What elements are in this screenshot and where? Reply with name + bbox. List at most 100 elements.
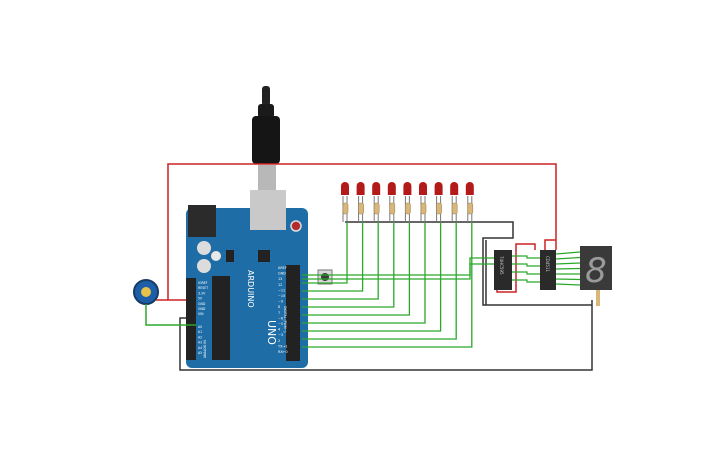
led-dome: [450, 182, 459, 195]
chip-ic2[interactable]: CD4511: [540, 250, 556, 290]
reset-button-icon[interactable]: [290, 220, 302, 232]
regulator: [226, 250, 234, 262]
analog-pin-label: A2: [198, 335, 202, 339]
led-signal-wire: [302, 222, 457, 340]
digital-pin-label: RX←0: [278, 350, 288, 354]
led-4[interactable]: [387, 182, 396, 222]
led-signal-wire: [302, 222, 379, 300]
ground-wires: [179, 221, 593, 371]
led-resistor: [405, 202, 411, 215]
analog-pin-label: A4: [198, 346, 202, 350]
power-analog-header: [186, 278, 196, 360]
led-1[interactable]: [341, 182, 349, 222]
usb-connector: [258, 165, 276, 193]
capacitor-2: [197, 259, 211, 273]
led-signal-wire: [302, 222, 411, 316]
digital-pin-label: 8: [278, 305, 280, 309]
led-resistor: [358, 202, 364, 215]
led-dome: [434, 182, 443, 195]
potentiometer[interactable]: [133, 279, 196, 326]
analog-pin-label: A5: [198, 351, 202, 355]
digital-header: [286, 265, 300, 361]
led-resistor: [467, 202, 474, 215]
power-pin-label: VIN: [198, 312, 204, 316]
ic2-label: CD4511: [545, 256, 550, 273]
analog-pin-label: A1: [198, 330, 202, 334]
led-resistor: [373, 202, 380, 215]
led-dome: [341, 182, 349, 195]
potentiometer-knob[interactable]: [141, 287, 151, 297]
seven-segment-display[interactable]: 8: [580, 246, 612, 306]
led-5[interactable]: [403, 182, 412, 222]
pot-signal-wire: [145, 304, 196, 326]
chip-link-wire: [512, 271, 540, 275]
led-2[interactable]: [356, 182, 365, 222]
power-pin-label: 5V: [198, 297, 203, 301]
led-signal-wire: [302, 222, 426, 324]
digital-pin-label: 2: [278, 339, 280, 343]
led-9[interactable]: [465, 182, 474, 222]
digital-pin-label: 12: [278, 283, 282, 287]
led-row: [341, 182, 474, 222]
ground-wire-leds: [345, 221, 592, 306]
power-pin-label: 3.3V: [198, 291, 206, 295]
usb-cable-end: [262, 86, 270, 106]
led-signal-wire: [302, 222, 395, 308]
display-segment-wire: [555, 278, 581, 281]
board-name-label: UNO: [265, 320, 278, 345]
led-7[interactable]: [434, 182, 443, 222]
usb-plug-icon: [252, 116, 280, 164]
led-signal-wire: [302, 222, 364, 292]
chip-ic1[interactable]: 74HC595: [494, 250, 512, 290]
usb-cable-neck: [258, 104, 274, 118]
led-dome: [356, 182, 365, 195]
led-resistor: [342, 202, 349, 215]
display-segment-wire: [555, 262, 581, 265]
digital-pin-label: ~3: [278, 333, 283, 337]
digital-pin-label: GND: [278, 272, 286, 276]
display-resistor: [596, 290, 600, 306]
led-3[interactable]: [372, 182, 381, 222]
digital-header-label: DIGITAL (PWM~): [283, 306, 287, 332]
capacitor-3: [211, 251, 221, 261]
led-resistor: [451, 202, 458, 215]
analog-pin-label: A3: [198, 341, 202, 345]
pushbutton-icon[interactable]: [321, 273, 329, 281]
digital-pin-label: 4: [278, 328, 280, 332]
led-dome: [372, 182, 381, 195]
ic2-body: [540, 250, 556, 290]
crystal: [258, 250, 270, 262]
led-resistor: [389, 202, 396, 215]
digital-pin-label: AREF: [278, 266, 287, 270]
led-dome: [419, 182, 427, 195]
chip-link-wire: [512, 255, 540, 259]
chip-data-wire: [302, 263, 494, 280]
board-brand-label: ARDUINO: [246, 270, 255, 308]
led-6[interactable]: [419, 182, 427, 222]
led-resistor: [436, 202, 442, 215]
chip-link-wire: [512, 263, 540, 267]
display-segment-wire: [555, 267, 581, 270]
led-resistor: [420, 202, 427, 215]
pushbutton[interactable]: [317, 269, 333, 285]
digital-pin-label: ~11: [278, 288, 285, 292]
display-segment-wire: [555, 256, 581, 260]
power-pin-label: IOREF: [198, 281, 208, 285]
display-segment-wire: [555, 251, 581, 255]
board-pin-labels: AREFGND1312~11~10~987~6~54~32TX→1RX←0IOR…: [198, 266, 288, 358]
digital-pin-label: ~10: [278, 294, 285, 298]
digital-pin-label: 13: [278, 277, 282, 281]
capacitor-1: [197, 241, 211, 255]
usb-cable[interactable]: [252, 86, 280, 193]
chip-link-wire: [512, 279, 540, 283]
led-signal-wire: [302, 222, 442, 332]
arduino-board[interactable]: ARDUINO UNO AREFGND1312~11~10~987~6~54~3…: [186, 190, 308, 368]
ic1-body: [494, 250, 512, 290]
atmega-chip: [212, 276, 230, 360]
power-wire-main: [167, 163, 557, 301]
digital-pin-label: ~6: [278, 316, 283, 320]
led-8[interactable]: [450, 182, 459, 222]
analog-pin-label: A0: [198, 325, 202, 329]
